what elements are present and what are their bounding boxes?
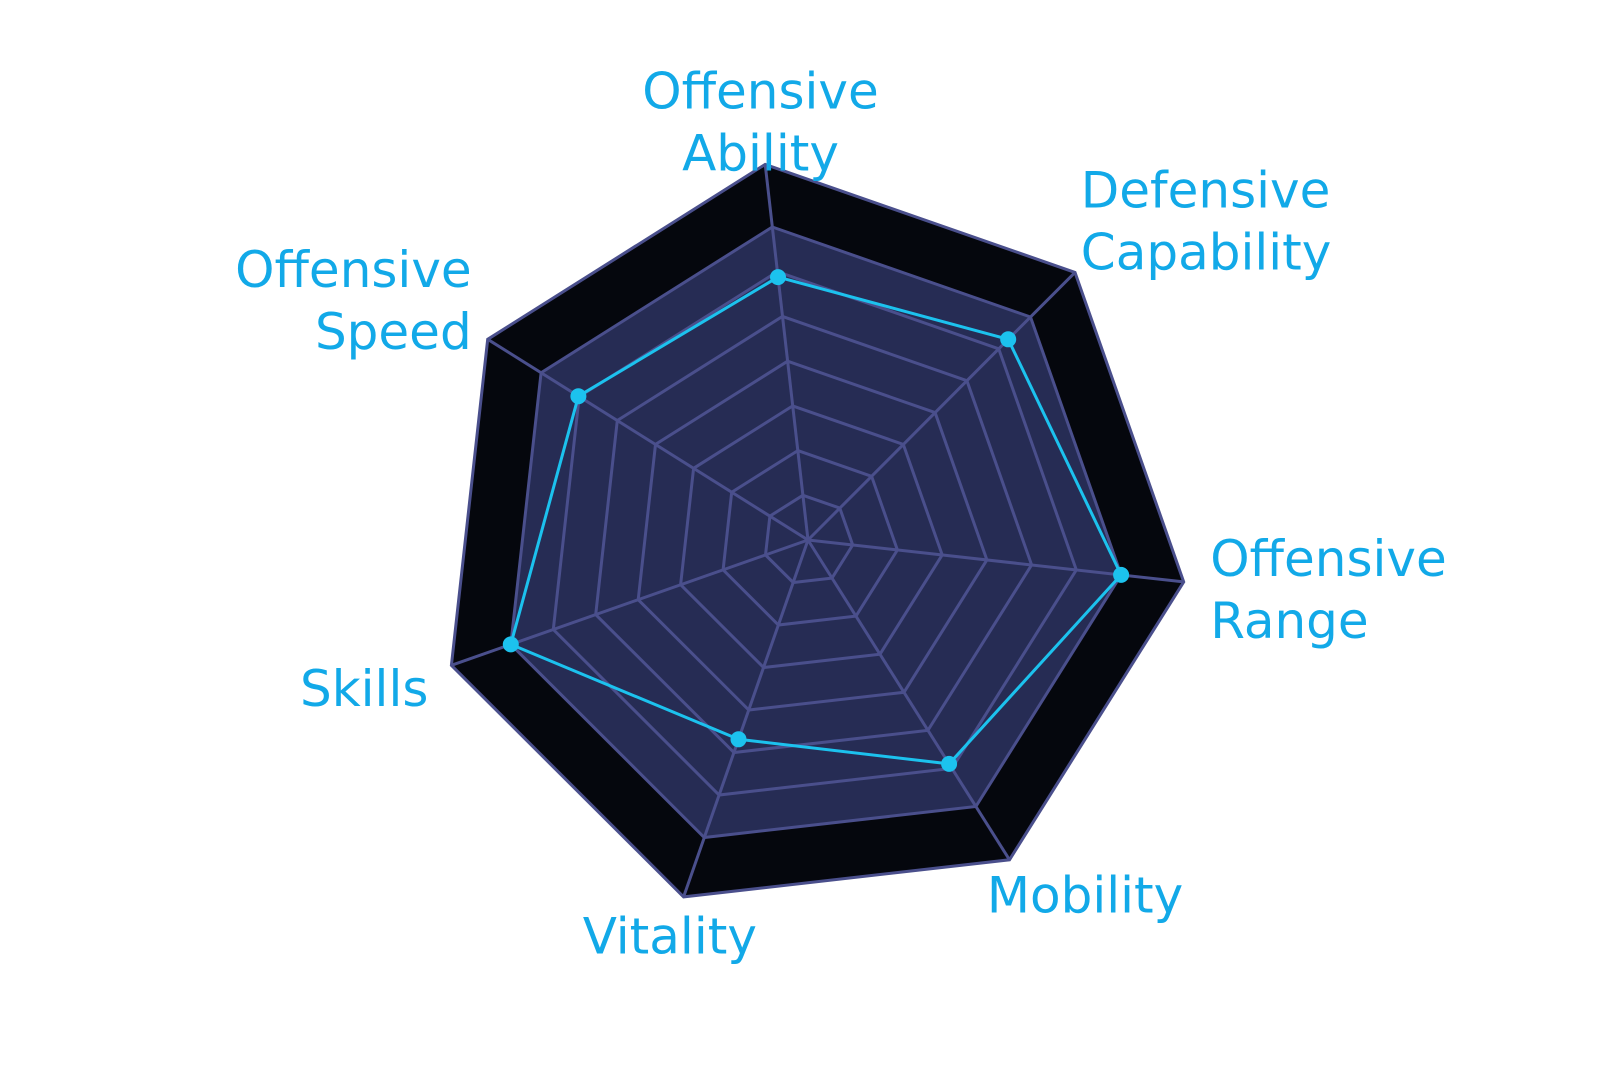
radar-grid-ring-3: [679, 404, 944, 670]
axis-label-3-line-1: Offensive: [1210, 530, 1447, 588]
axis-label-2-line-2: Capability: [1081, 223, 1332, 281]
radar-point-7: [570, 388, 587, 405]
radar-spoke-1: [763, 164, 810, 541]
radar-point-4: [941, 755, 958, 772]
axis-label-7-line-2: Speed: [315, 303, 472, 361]
radar-point-1: [770, 269, 786, 286]
axis-label-2-line-1: Defensive: [1081, 161, 1331, 219]
radar-grid-ring-2: [721, 448, 900, 627]
radar-series-line: [509, 275, 1123, 766]
radar-grid-ring-5: [594, 314, 1034, 755]
radar-point-5: [730, 731, 747, 748]
axis-label-4: Mobility: [987, 866, 1183, 924]
radar-point-6: [502, 636, 519, 653]
radar-grid-ring-6: [551, 270, 1078, 797]
radar-grid-ring-7: [509, 225, 1123, 840]
axis-label-6-line-1: Skills: [300, 660, 428, 718]
radar-point-3: [1113, 566, 1130, 583]
axis-label-7-line-1: Offensive: [235, 241, 472, 299]
radar-spoke-5: [682, 539, 810, 898]
radar-spoke-4: [806, 539, 1011, 861]
axis-label-1-line-2: Ability: [682, 125, 839, 183]
radar-grid-ring-1: [763, 493, 855, 585]
radar-spoke-7: [486, 338, 809, 542]
axis-label-4-line-1: Mobility: [987, 866, 1183, 924]
radar-point-2: [1000, 331, 1017, 348]
radar-spoke-2: [806, 271, 1077, 542]
radar-grid-ring-4: [636, 359, 989, 712]
axis-label-6: Skills: [300, 660, 428, 718]
axis-label-5-line-1: Vitality: [583, 908, 757, 966]
axis-label-1-line-1: Offensive: [642, 63, 879, 121]
axis-label-3-line-2: Range: [1210, 592, 1368, 650]
axis-label-5: Vitality: [583, 908, 757, 966]
